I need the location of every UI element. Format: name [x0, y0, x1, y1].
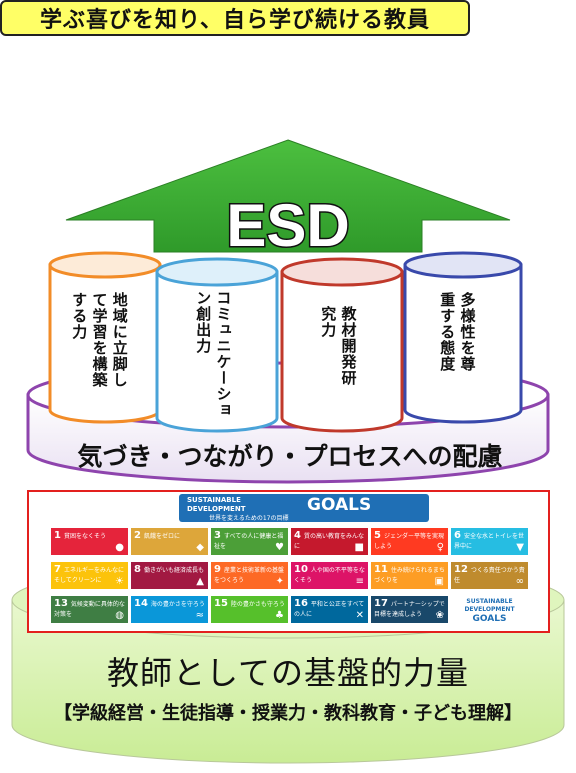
sdg-goal-icon: ◍	[115, 610, 124, 621]
sdg-goal-icon: ♀	[436, 542, 444, 553]
sdg-tile-label: すべての人に健康と福祉を	[214, 533, 284, 550]
sdg-goal-icon: ▲	[196, 576, 204, 587]
sdg-tile-number: 4	[294, 530, 301, 541]
pillar-1-label: 地域に立脚して学習を構築する力	[70, 292, 129, 388]
base-cylinder	[11, 599, 565, 764]
sdg-tile-number: 1	[54, 530, 61, 541]
sdg-tile-label: 飢餓をゼロに	[143, 533, 180, 540]
sdg-goal-icon: ≡	[355, 576, 364, 587]
sdgs-logo-line1: SUSTAINABLE	[466, 598, 513, 605]
sdgs-header-sub: 世界を変えるための17の目標	[209, 515, 289, 522]
sdg-tile-number: 9	[214, 564, 221, 575]
esd-arrow	[65, 139, 511, 253]
sdg-tile-label: ジェンダー平等を実現しよう	[374, 533, 444, 550]
pillar-3-label: 教材開発研究力	[319, 306, 358, 386]
sdg-tile-number: 12	[454, 564, 468, 575]
sdg-tile-number: 13	[54, 598, 68, 609]
sdgs-header-line2: DEVELOPMENT	[187, 505, 246, 513]
esd-label: ESD	[226, 192, 349, 259]
base-subtitle: 【学級経営・生徒指導・授業力・教科教育・子ども理解】	[54, 703, 522, 724]
sdg-goal-icon: ❀	[435, 610, 444, 621]
pillar-2	[155, 257, 279, 433]
sdg-tile-label: 産業と技術革新の基盤をつくろう	[214, 567, 284, 584]
sdg-goal-icon: ☀	[115, 576, 124, 587]
sdg-tile-number: 7	[54, 564, 61, 575]
top-banner: 学ぶ喜びを知り、自ら学び続ける教員	[0, 0, 470, 36]
sdgs-header-goals: GOALS	[307, 495, 372, 515]
sdg-goal-icon: ♣	[275, 610, 284, 621]
pillar-3	[280, 257, 404, 433]
sdg-tile-label: 海の豊かさを守ろう	[150, 601, 205, 608]
sdg-goal-icon: ≈	[195, 610, 204, 621]
sdg-tile-label: 住み続けられるまちづくりを	[374, 567, 445, 584]
sdg-tile-label: パートナーシップで目標を達成しよう	[374, 601, 445, 618]
sdgs-panel: SUSTAINABLE DEVELOPMENT GOALS 世界を変えるための1…	[27, 490, 550, 633]
sdg-tile-number: 17	[374, 598, 388, 609]
sdg-tile-number: 16	[294, 598, 308, 609]
sdg-tile-number: 11	[374, 564, 388, 575]
sdg-goal-icon: ◆	[196, 542, 204, 553]
sdg-tile-label: 貧困をなくそう	[63, 533, 106, 540]
sdg-tile-label: 気候変動に具体的な対策を	[54, 601, 125, 618]
sdg-tile-number: 15	[214, 598, 228, 609]
sdg-tile-label: 人や国の不平等をなくそう	[294, 567, 365, 584]
sdg-tile-label: 働きがいも経済成長も	[143, 567, 204, 574]
sdgs-logo-line3: GOALS	[472, 614, 507, 623]
pillar-4	[403, 251, 523, 424]
sdg-tile-number: 5	[374, 530, 381, 541]
sdg-tile-label: 質の高い教育をみんなに	[294, 533, 364, 550]
sdg-goal-icon: ▣	[434, 576, 444, 587]
sdg-tile-number: 3	[214, 530, 221, 541]
sdg-goal-icon: ∞	[515, 576, 524, 587]
sdg-goal-icon: ▼	[516, 542, 524, 553]
sdg-goal-icon: ●	[115, 542, 124, 553]
sdg-goal-icon: ■	[354, 542, 364, 553]
sdg-tile-label: 平和と公正をすべての人に	[294, 601, 365, 618]
sdg-tile-number: 10	[294, 564, 308, 575]
sdg-goal-icon: ✦	[275, 576, 284, 587]
sdgs-header-line1: SUSTAINABLE	[187, 496, 241, 504]
pillar-2-label: コミュニケーション創出力	[194, 290, 233, 418]
sdg-goal-icon: ♥	[275, 542, 284, 553]
pillar-4-label: 多様性を尊重する態度	[438, 292, 477, 372]
sdg-tile-number: 2	[134, 530, 141, 541]
base-title: 教師としての基盤的力量	[106, 654, 470, 692]
pillar-1	[48, 251, 162, 424]
sdg-tile-label: つくる責任つかう責任	[454, 567, 525, 584]
ring-label: 気づき・つながり・プロセスへの配慮	[77, 442, 503, 471]
sdg-tile-number: 14	[134, 598, 148, 609]
sdg-goal-icon: ✕	[355, 610, 364, 621]
sdgs-header: SUSTAINABLE DEVELOPMENT GOALS 世界を変えるための1…	[179, 494, 429, 522]
sdg-tile-number: 8	[134, 564, 141, 575]
sdg-tile-number: 6	[454, 530, 461, 541]
sdg-tile-label: 陸の豊かさも守ろう	[230, 601, 285, 608]
sdgs-logo-line2: DEVELOPMENT	[464, 606, 515, 613]
sdg-tile-label: エネルギーをみんなに そしてクリーンに	[54, 567, 124, 584]
sdg-tile-label: 安全な水とトイレを世界中に	[454, 533, 524, 550]
